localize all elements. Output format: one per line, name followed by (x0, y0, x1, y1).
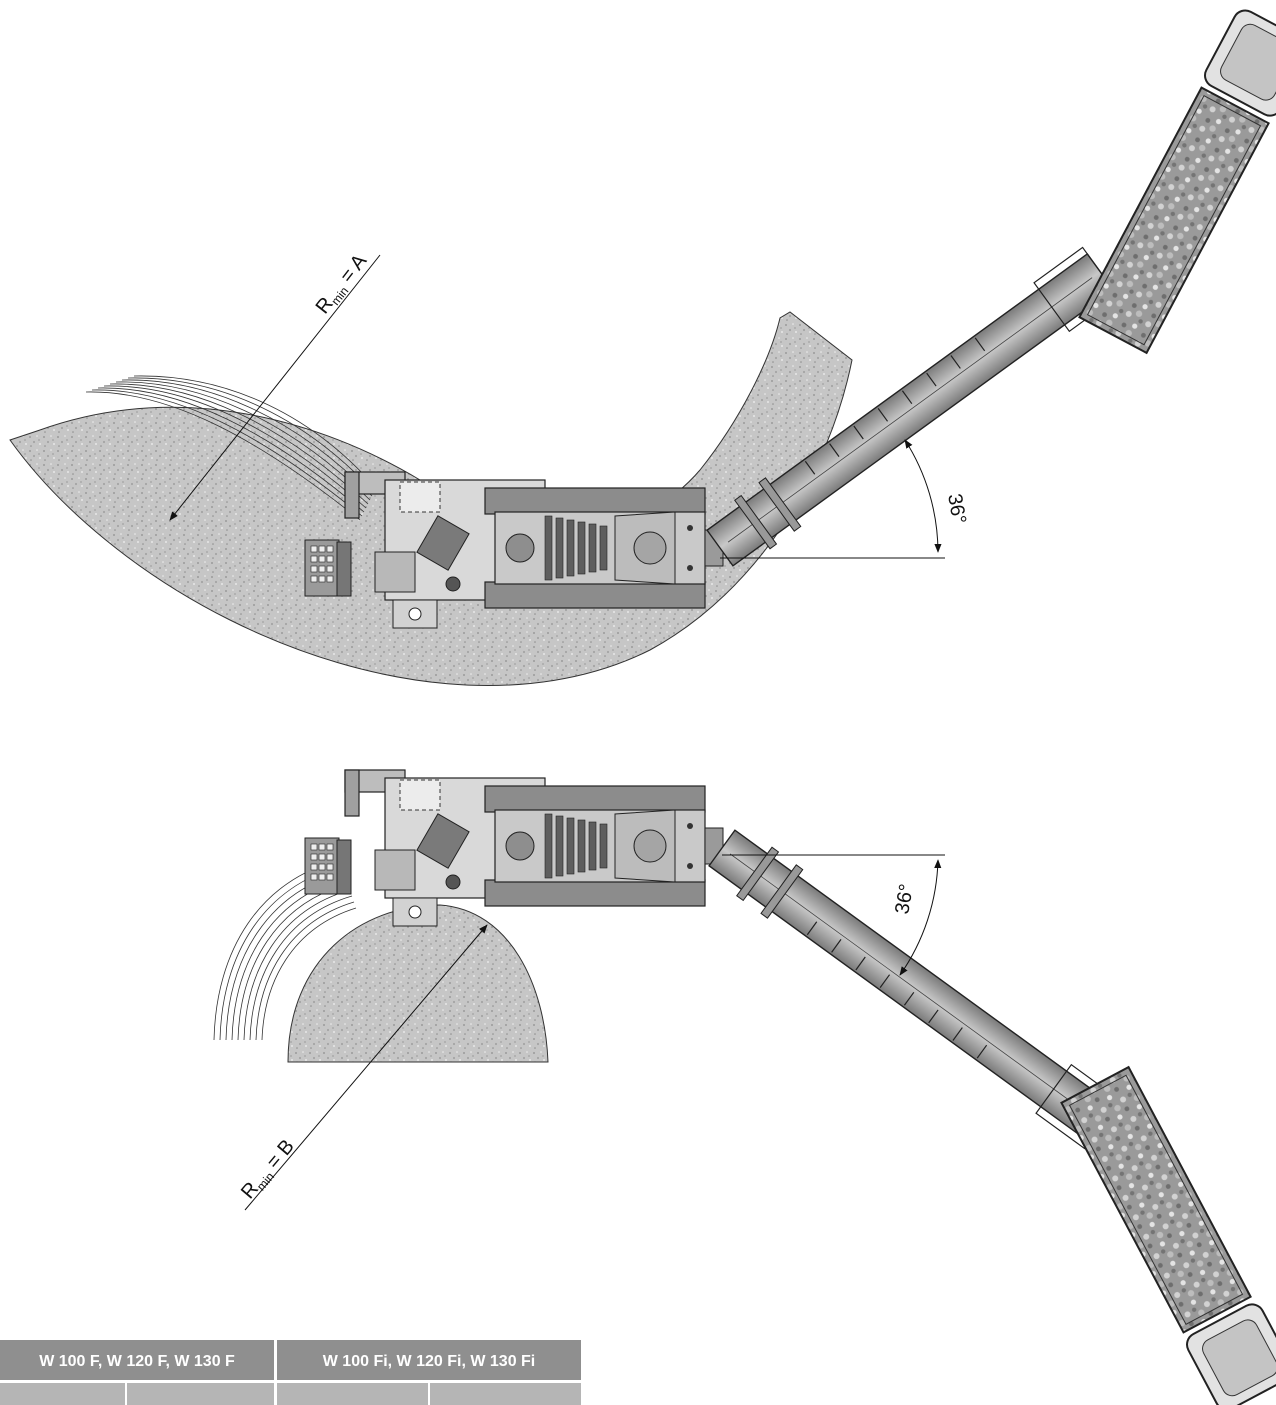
table-header-fi-text: W 100 Fi, W 120 Fi, W 130 Fi (323, 1353, 536, 1370)
top-truck (1078, 9, 1276, 355)
top-angle-label: 36° (943, 492, 970, 526)
table-subheader-row (0, 1383, 581, 1405)
bottom-radius-label: Rmin = B (237, 1135, 300, 1204)
bottom-radius-line (244, 924, 488, 1211)
bottom-angle-label: 36° (891, 882, 918, 916)
model-table-header: W 100 F, W 120 F, W 130 F W 100 Fi, W 12… (0, 1340, 581, 1405)
table-header-cell-f (0, 1340, 274, 1380)
bottom-angle-arc (899, 859, 942, 976)
bottom-truck (1060, 1065, 1276, 1405)
top-radius-label: Rmin = A (312, 250, 374, 320)
bottom-machine (304, 769, 724, 927)
table-header-cell-fi (277, 1340, 581, 1380)
bottom-ground (287, 904, 549, 1063)
top-milled-lines (85, 375, 377, 521)
top-radius-line (169, 254, 381, 521)
top-angle-arc (904, 439, 942, 553)
bottom-conveyor (708, 829, 1121, 1150)
table-header-f-text: W 100 F, W 120 F, W 130 F (39, 1353, 235, 1370)
top-conveyor (706, 246, 1119, 567)
